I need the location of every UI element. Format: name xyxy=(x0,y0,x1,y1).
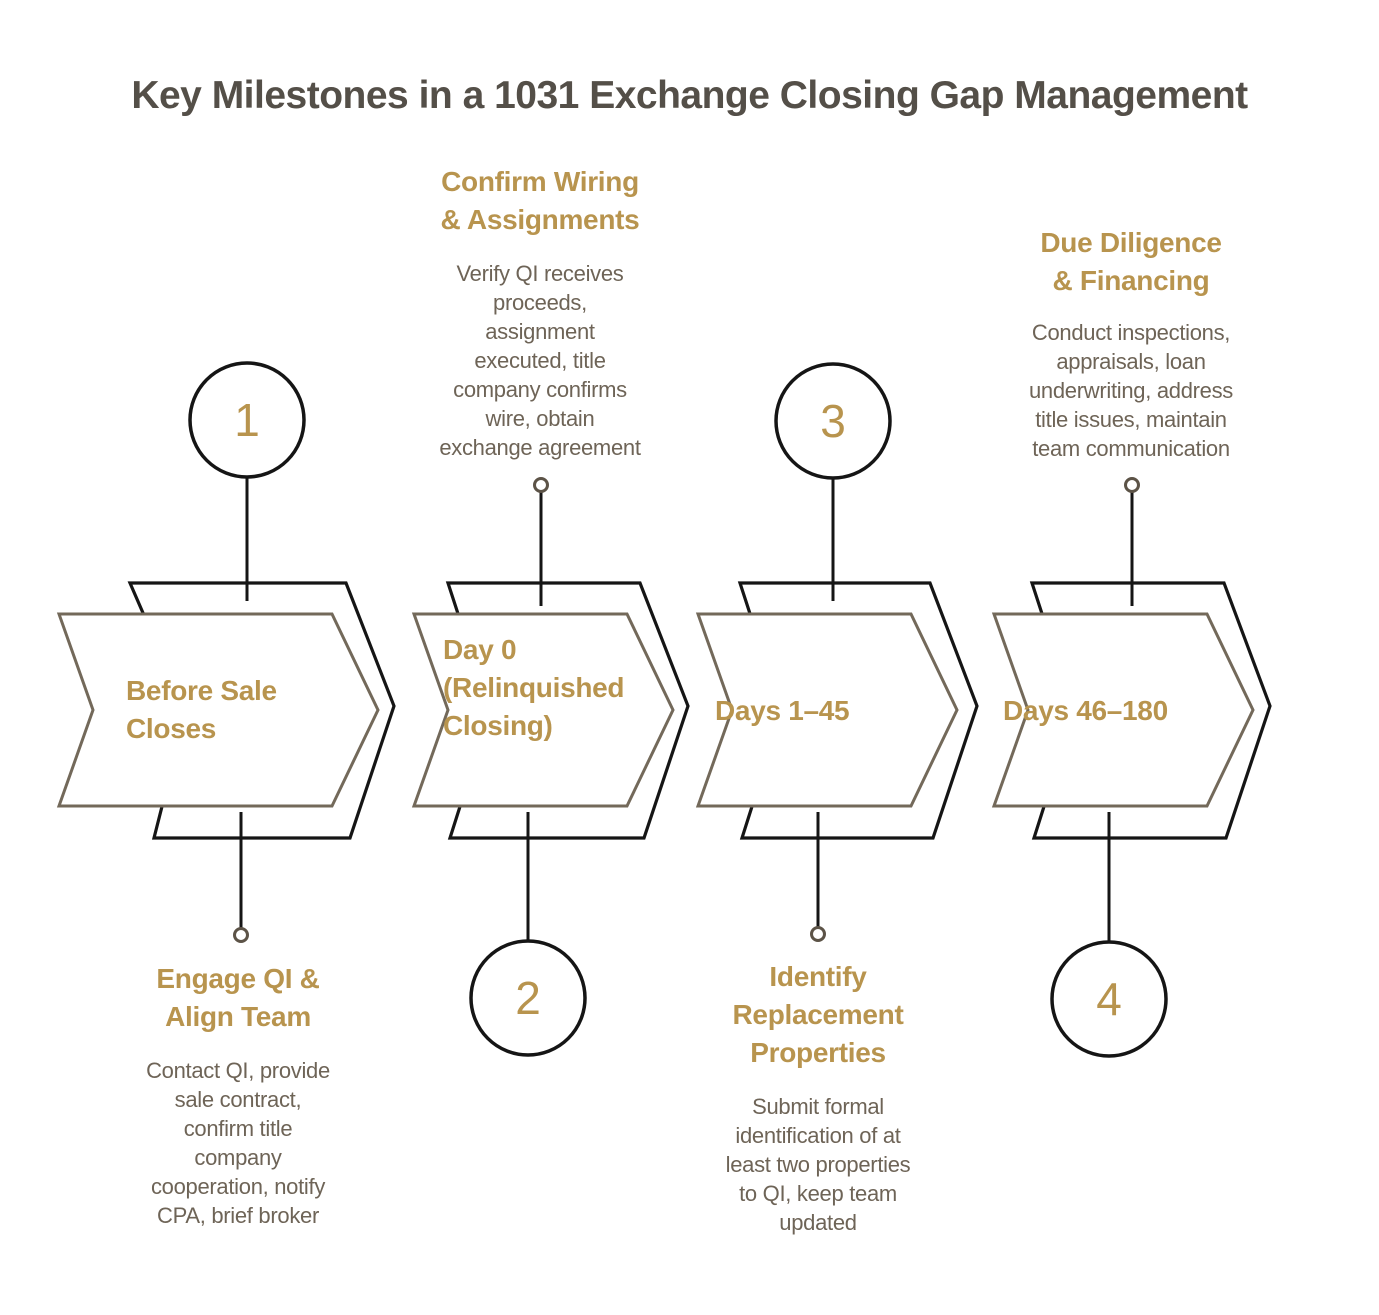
page-title: Key Milestones in a 1031 Exchange Closin… xyxy=(131,74,1248,117)
milestone-2-callout-body: Verify QI receives proceeds, assignment … xyxy=(439,261,641,460)
milestone-1-number: 1 xyxy=(234,394,260,446)
milestone-3-callout-heading: Identify Replacement Properties xyxy=(732,961,904,1068)
milestone-1-number-circle xyxy=(188,361,306,479)
milestone-3-number: 3 xyxy=(820,395,846,447)
milestone-1-callout-heading: Engage QI & Align Team xyxy=(156,963,320,1032)
milestone-2-connector-dot xyxy=(533,477,549,493)
milestone-2-chevron xyxy=(411,612,675,808)
milestone-2-number: 2 xyxy=(515,972,541,1024)
milestone-1-callout-body: Contact QI, provide sale contract, confi… xyxy=(146,1058,330,1228)
milestone-2-label: Day 0 (Relinquished Closing) xyxy=(443,634,625,741)
milestone-3-number-circle xyxy=(774,362,892,480)
milestone-2-number-circle xyxy=(469,939,587,1057)
milestone-1-connector-dot xyxy=(233,927,249,943)
milestone-2-callout-heading: Confirm Wiring & Assignments xyxy=(440,166,640,235)
milestone-3-connector-dot xyxy=(810,926,826,942)
milestone-3-label: Days 1–45 xyxy=(715,695,850,726)
milestone-4-label: Days 46–180 xyxy=(1003,695,1168,726)
milestone-4-callout-heading: Due Diligence & Financing xyxy=(1040,227,1222,296)
milestone-4-callout-body: Conduct inspections, appraisals, loan un… xyxy=(1028,320,1234,461)
milestone-3-callout-body: Submit formal identification of at least… xyxy=(725,1094,911,1235)
milestone-4-connector-dot xyxy=(1124,477,1140,493)
milestone-4-number: 4 xyxy=(1096,973,1122,1025)
milestone-1-chevron xyxy=(56,612,380,808)
milestone-1-label: Before Sale Closes xyxy=(126,675,277,744)
milestone-4-chevron xyxy=(991,612,1255,808)
milestone-3-chevron xyxy=(695,612,959,808)
milestone-4-number-circle xyxy=(1050,940,1168,1058)
